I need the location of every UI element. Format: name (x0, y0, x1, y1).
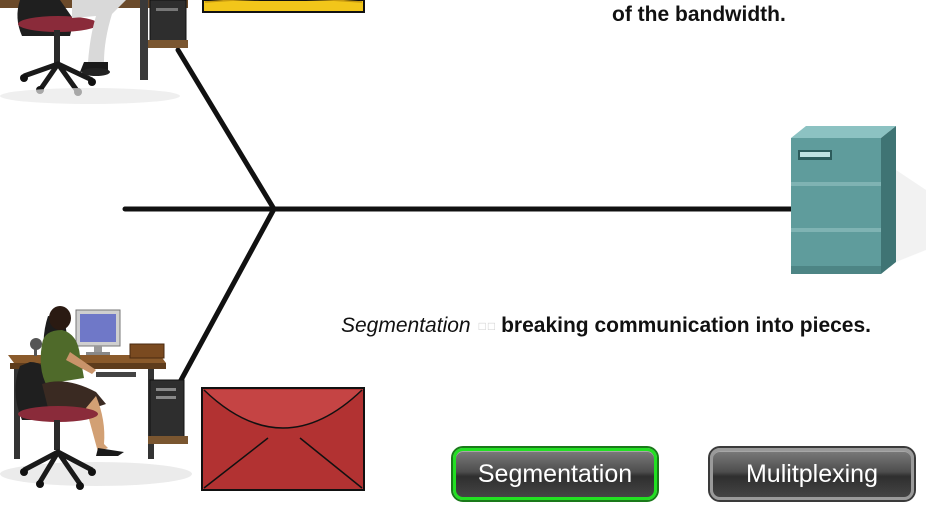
bandwidth-text: of the bandwidth. (612, 3, 786, 26)
multiplexing-button[interactable]: Mulitplexing (708, 446, 916, 502)
caption-term: Segmentation (341, 314, 471, 337)
network-links (122, 47, 795, 385)
link-bottom-workstation (177, 206, 277, 385)
caption-description: breaking communication into pieces. (501, 314, 872, 337)
person-at-computer-icon (0, 0, 188, 104)
person-at-computer-icon (0, 306, 192, 490)
segmentation-caption: Segmentation □□breaking communication int… (341, 314, 871, 338)
segmentation-button[interactable]: Segmentation (451, 446, 659, 502)
server-tower-icon (791, 126, 926, 274)
envelope-icon (202, 0, 365, 13)
envelope-icon (201, 387, 365, 491)
caption-separator: □□ (478, 319, 498, 333)
link-top-workstation (175, 47, 277, 212)
